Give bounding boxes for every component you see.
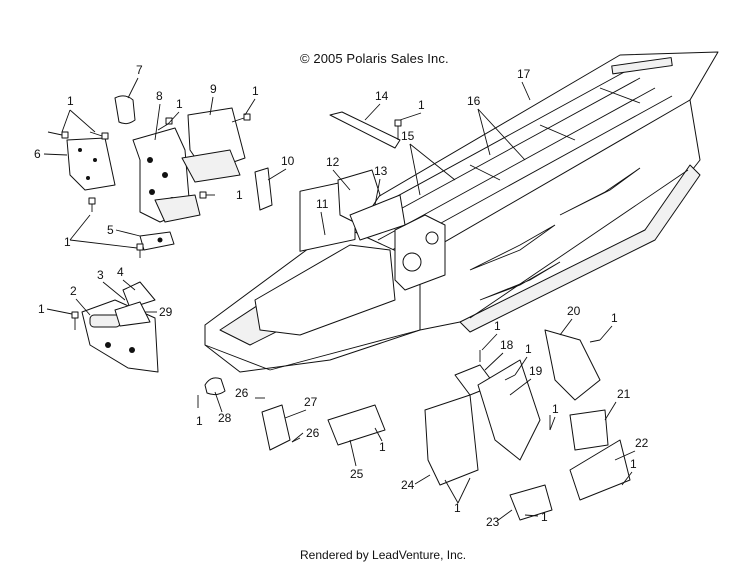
callout-27: 27: [304, 395, 318, 409]
front-bulkhead: [204, 169, 446, 373]
deck-brackets: [329, 111, 402, 149]
callout-1: 1: [494, 319, 501, 333]
lower-middle-group: [197, 377, 553, 521]
callout-1: 1: [252, 84, 259, 98]
steering-post-group: [71, 281, 159, 373]
callout-12: 12: [326, 155, 340, 169]
copyright-notice: © 2005 Polaris Sales Inc.: [300, 51, 449, 66]
callout-1: 1: [176, 97, 183, 111]
callout-26: 26: [306, 426, 320, 440]
callout-labels: 7 1 8 1 9 1 14 1 16 17 6 15 10 12 13 1 1…: [34, 63, 649, 529]
lower-right-group: [454, 329, 631, 501]
callout-9: 9: [210, 82, 217, 96]
leader-lines: [43, 77, 636, 522]
callout-25: 25: [350, 467, 364, 481]
callout-2: 2: [70, 284, 77, 298]
callout-8: 8: [156, 89, 163, 103]
callout-1: 1: [379, 440, 386, 454]
callout-1: 1: [541, 510, 548, 524]
callout-23: 23: [486, 515, 500, 529]
callout-3: 3: [97, 268, 104, 282]
callout-15: 15: [401, 129, 415, 143]
callout-6: 6: [34, 147, 41, 161]
callout-21: 21: [617, 387, 631, 401]
callout-20: 20: [567, 304, 581, 318]
callout-7: 7: [136, 63, 143, 77]
callout-22: 22: [635, 436, 649, 450]
callout-26: 26: [235, 386, 249, 400]
callout-1: 1: [67, 94, 74, 108]
render-credit: Rendered by LeadVenture, Inc.: [300, 548, 467, 562]
callout-1: 1: [38, 302, 45, 316]
callout-11: 11: [316, 197, 329, 211]
callout-14: 14: [375, 89, 389, 103]
callout-1: 1: [418, 98, 425, 112]
callout-10: 10: [281, 154, 295, 168]
callout-1: 1: [630, 457, 637, 471]
callout-28: 28: [218, 411, 232, 425]
callout-4: 4: [117, 265, 124, 279]
callout-1: 1: [552, 402, 559, 416]
callout-24: 24: [401, 478, 415, 492]
callout-29: 29: [159, 305, 173, 319]
callout-1: 1: [454, 501, 461, 515]
callout-16: 16: [467, 94, 481, 108]
callout-1: 1: [236, 188, 243, 202]
callout-19: 19: [529, 364, 543, 378]
callout-1: 1: [611, 311, 618, 325]
callout-5: 5: [107, 223, 114, 237]
callout-1: 1: [64, 235, 71, 249]
callout-17: 17: [517, 67, 531, 81]
callout-1: 1: [196, 414, 203, 428]
steering-bracket-group: [47, 95, 273, 258]
callout-13: 13: [374, 164, 388, 178]
fastener-bolts: [47, 113, 251, 258]
callout-1: 1: [525, 342, 532, 356]
callout-18: 18: [500, 338, 514, 352]
